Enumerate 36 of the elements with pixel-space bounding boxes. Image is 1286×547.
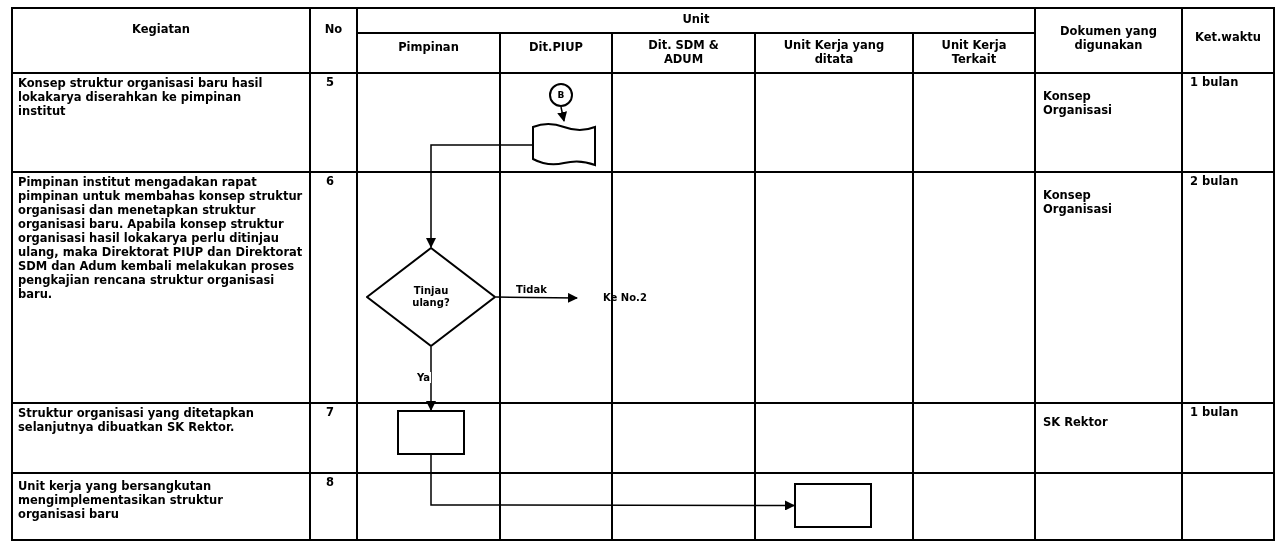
column-header: Unit Kerja yang ditata — [782, 38, 886, 66]
activity-text: Pimpinan institut mengadakan rapat pimpinan untuk membahas konsep struktur organisasi dan menetapkan struktur organisasi baru. Apabila konsep struktur organisasi hasil lokakarya perlu ditinjau ulang, maka Direktorat PIUP dan Direktorat SDM dan Adum kembali melakukan proses pengkajian rencana struktur organisasi baru. — [18, 175, 304, 301]
document-name: Konsep Organisasi — [1043, 188, 1113, 216]
step-number: 5 — [326, 75, 335, 89]
process-box — [794, 483, 872, 528]
step-number: 7 — [326, 405, 335, 419]
document-shape — [532, 121, 596, 169]
edge-label: Ya — [416, 372, 432, 383]
arrow — [426, 346, 436, 411]
edge-label: Tidak — [515, 284, 548, 295]
step-number: 8 — [326, 475, 335, 489]
arrow — [430, 454, 795, 511]
duration-text: 1 bulan — [1190, 405, 1240, 419]
duration-text: 2 bulan — [1190, 174, 1240, 188]
activity-text: Unit kerja yang bersangkutan mengimplementasikan struktur organisasi baru — [18, 479, 224, 521]
activity-text: Struktur organisasi yang ditetapkan selanjutnya dibuatkan SK Rektor. — [18, 406, 255, 434]
column-header: Dokumen yang digunakan — [1059, 24, 1158, 52]
column-header: Dit.PIUP — [528, 40, 584, 54]
step-number: 6 — [326, 174, 335, 188]
arrow — [557, 106, 567, 122]
activity-text: Konsep struktur organisasi baru hasil lokakarya diserahkan ke pimpinan institut — [18, 76, 264, 118]
process-box — [397, 410, 465, 455]
column-header: Ket.waktu — [1193, 30, 1263, 44]
column-header: Unit Kerja Terkait — [940, 38, 1008, 66]
column-header: Dit. SDM & ADUM — [647, 38, 720, 66]
duration-text: 1 bulan — [1190, 75, 1240, 89]
arrow — [495, 292, 578, 303]
document-name: SK Rektor — [1043, 415, 1109, 429]
arrow — [426, 144, 533, 248]
column-header: Unit — [681, 12, 711, 26]
decision-diamond: Tinjau ulang? — [366, 247, 496, 347]
column-header: No — [323, 22, 344, 36]
connector-circle: B — [549, 83, 573, 107]
column-header: Pimpinan — [397, 40, 460, 54]
column-header: Kegiatan — [131, 22, 191, 36]
document-name: Konsep Organisasi — [1043, 89, 1113, 117]
